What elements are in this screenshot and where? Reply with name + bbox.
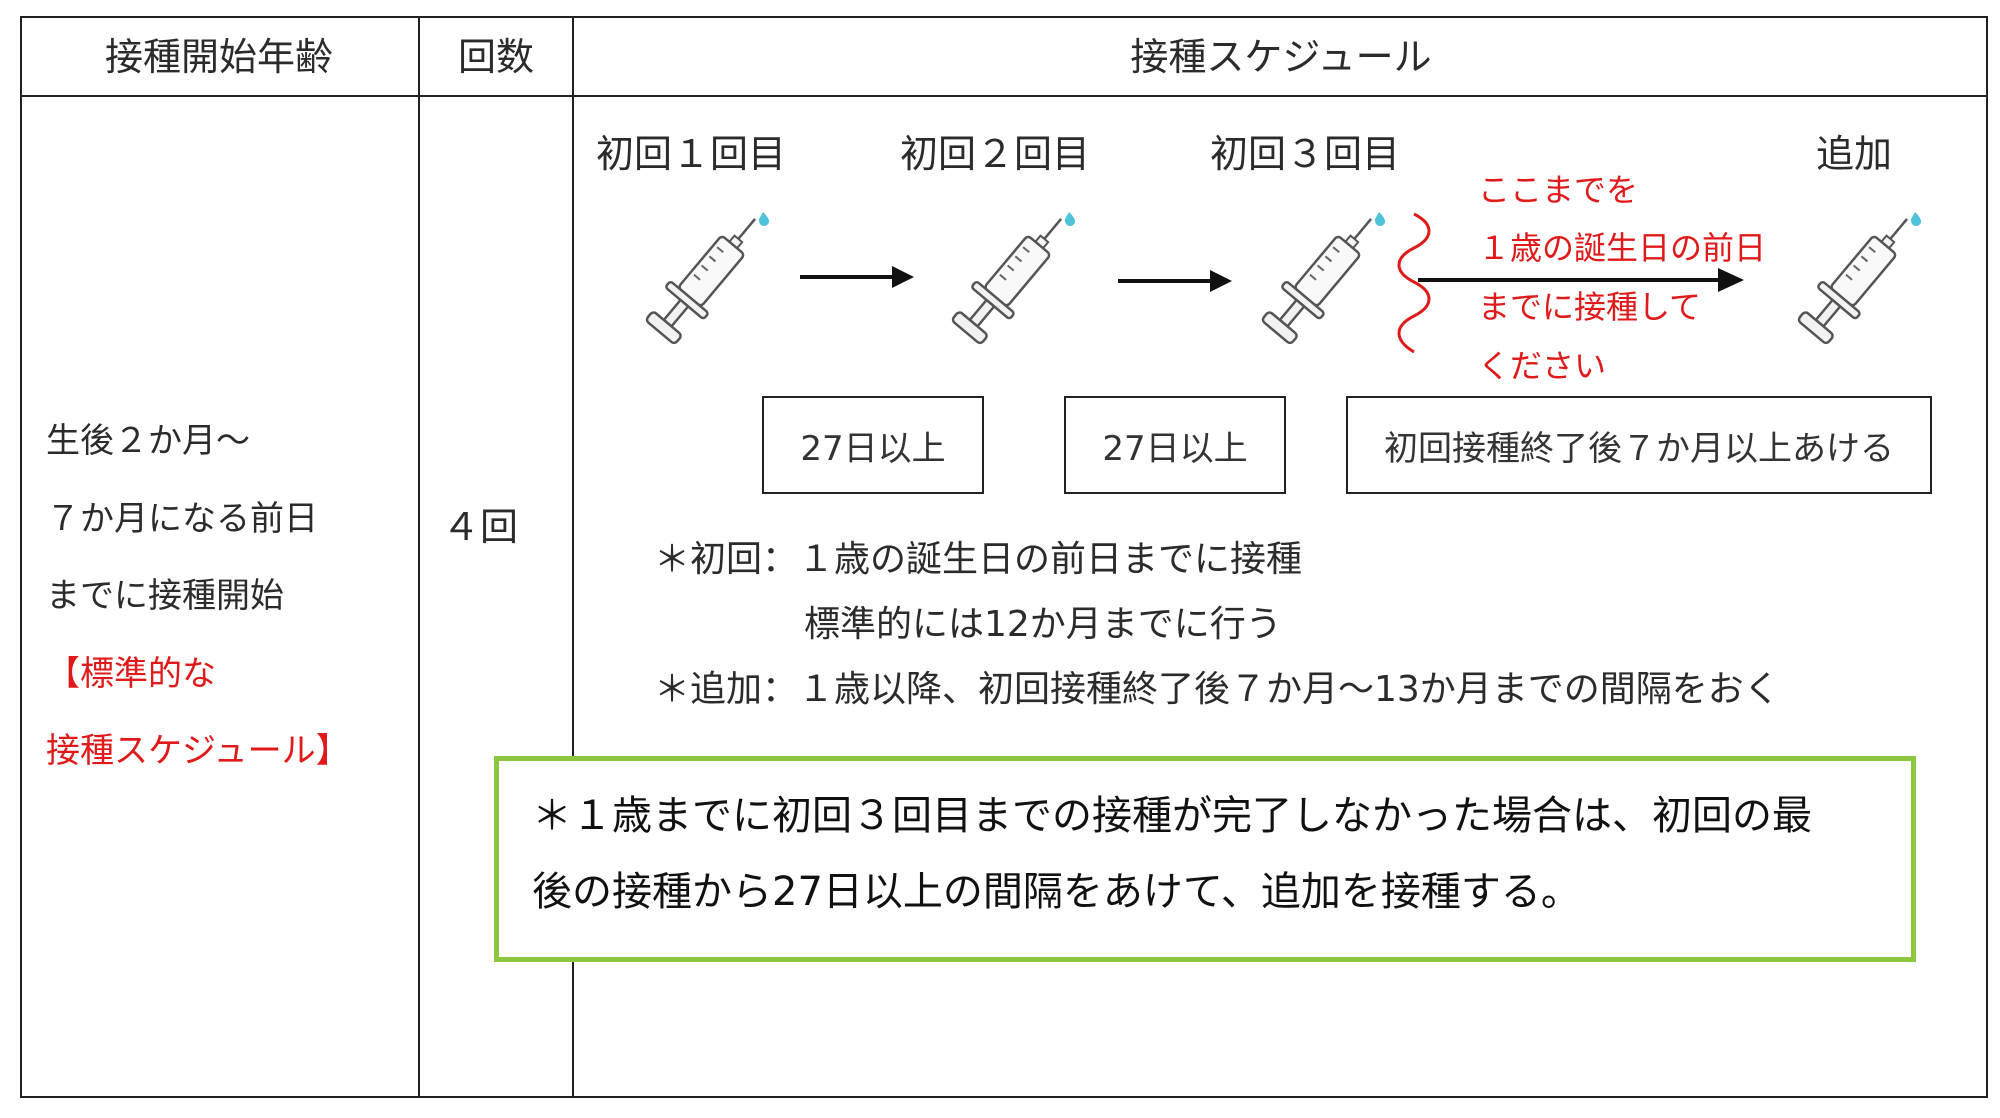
- column-divider-1: [418, 16, 420, 1098]
- arrow-right-icon: [1118, 270, 1232, 292]
- dose-label-2: 初回２回目: [900, 132, 1091, 176]
- dose-count: ４回: [442, 505, 519, 549]
- column-divider-2: [572, 16, 574, 1098]
- dose-label-booster: 追加: [1816, 132, 1893, 176]
- syringe-icon: [934, 206, 1084, 356]
- note-initial-standard: 標準的には12か月までに行う: [804, 604, 1282, 645]
- standard-schedule-note-1: 【標準的な: [46, 654, 216, 694]
- note-booster: ＊追加：１歳以降、初回接種終了後７か月～13か月までの間隔をおく: [654, 669, 1780, 710]
- syringe-icon: [1244, 206, 1394, 356]
- age-line-3: までに接種開始: [46, 576, 284, 616]
- wavy-line-icon: [1397, 212, 1431, 354]
- interval-box-1: 27日以上: [762, 396, 984, 494]
- standard-schedule-note-2: 接種スケジュール】: [46, 731, 350, 771]
- header-schedule: 接種スケジュール: [1130, 35, 1432, 79]
- syringe-icon: [1780, 206, 1930, 356]
- callout-line-1: ＊１歳までに初回３回目までの接種が完了しなかった場合は、初回の最: [532, 793, 1812, 839]
- age-line-2: ７か月になる前日: [46, 499, 318, 539]
- deadline-note-4: ください: [1478, 347, 1607, 385]
- deadline-note-2: １歳の誕生日の前日: [1478, 229, 1767, 267]
- header-count: 回数: [457, 35, 534, 79]
- syringe-icon: [628, 206, 778, 356]
- header-age: 接種開始年齢: [104, 35, 333, 79]
- deadline-note-1: ここまでを: [1478, 171, 1639, 209]
- age-line-1: 生後２か月～: [46, 421, 250, 461]
- interval-box-booster: 初回接種終了後７か月以上あける: [1346, 396, 1932, 494]
- schedule-table: [20, 16, 1988, 1098]
- header-divider: [20, 95, 1988, 97]
- interval-box-2: 27日以上: [1064, 396, 1286, 494]
- callout-box: [494, 756, 1916, 962]
- note-initial: ＊初回：１歳の誕生日の前日までに接種: [654, 539, 1303, 580]
- dose-label-1: 初回１回目: [596, 132, 787, 176]
- arrow-right-icon: [1418, 268, 1744, 292]
- callout-line-2: 後の接種から27日以上の間隔をあけて、追加を接種する。: [532, 869, 1581, 915]
- deadline-note-3: までに接種して: [1478, 288, 1702, 326]
- dose-label-3: 初回３回目: [1210, 132, 1401, 176]
- arrow-right-icon: [800, 266, 914, 288]
